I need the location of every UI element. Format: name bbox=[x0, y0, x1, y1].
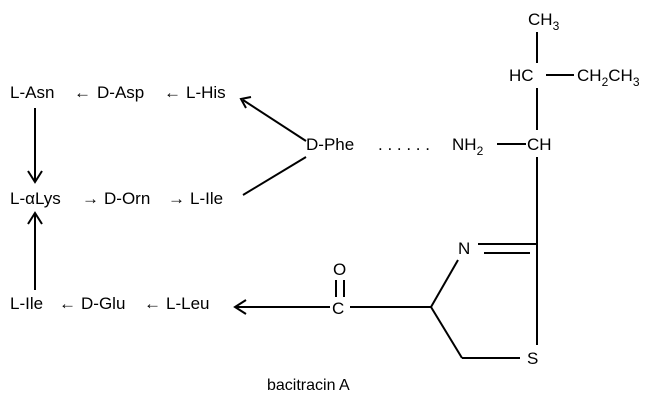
label-carbonyl-o: O bbox=[333, 260, 346, 279]
ethyl-ch3-text: CH bbox=[608, 66, 633, 85]
label-ch3-top: CH3 bbox=[528, 10, 560, 33]
bond-c4-c5 bbox=[430, 306, 463, 359]
bond-n-c4 bbox=[430, 259, 459, 308]
ch3-text: CH bbox=[528, 10, 553, 29]
arrow-lys-to-orn: → bbox=[82, 189, 99, 208]
label-l-alpha-lys: L-αLys bbox=[10, 189, 61, 208]
label-l-ile-3: L-Ile bbox=[10, 294, 43, 313]
label-ring-s: S bbox=[527, 349, 538, 368]
label-d-glu: D-Glu bbox=[81, 294, 125, 313]
label-ring-n: N bbox=[458, 239, 470, 258]
arrow-orn-to-ile: → bbox=[168, 189, 185, 208]
label-d-asp: D-Asp bbox=[97, 83, 144, 102]
label-carbonyl-c: C bbox=[332, 299, 344, 318]
nh-text: NH bbox=[452, 135, 477, 154]
nh-subscript: 2 bbox=[477, 144, 484, 158]
arrow-leu-to-glu: ← bbox=[144, 294, 161, 313]
double-bond-n-c bbox=[478, 243, 537, 254]
label-nh2: NH2 bbox=[452, 135, 484, 158]
arrow-asp-to-asn: ← bbox=[74, 83, 91, 102]
label-l-asn: L-Asn bbox=[10, 83, 54, 102]
caption: bacitracin A bbox=[267, 377, 350, 394]
label-hc: HC bbox=[509, 66, 534, 85]
label-ethyl: CH2CH3 bbox=[577, 66, 640, 89]
arrow-c-to-leu bbox=[233, 299, 330, 315]
arrow-ile-to-lys bbox=[27, 211, 43, 290]
label-d-phe: D-Phe bbox=[306, 135, 354, 154]
arrow-glu-to-ile: ← bbox=[59, 294, 76, 313]
label-ch: CH bbox=[527, 135, 552, 154]
label-l-his: L-His bbox=[186, 83, 226, 102]
lys-name: Lys bbox=[35, 189, 61, 208]
label-d-orn: D-Orn bbox=[104, 189, 150, 208]
ethyl-ch2-text: CH bbox=[577, 66, 602, 85]
ch3-subscript: 3 bbox=[553, 19, 560, 33]
label-l-leu: L-Leu bbox=[166, 294, 209, 313]
dotted-link: . . . . . . bbox=[378, 135, 430, 154]
ethyl-ch2-subscript: 2 bbox=[602, 75, 609, 89]
double-bond-c-o bbox=[335, 280, 345, 297]
ethyl-ch3-subscript: 3 bbox=[633, 75, 640, 89]
arrow-his-to-asp: ← bbox=[164, 83, 181, 102]
lys-alpha: α bbox=[25, 189, 35, 208]
lys-prefix: L- bbox=[10, 189, 25, 208]
label-l-ile-2: L-Ile bbox=[190, 189, 223, 208]
arrow-asn-to-lys bbox=[27, 108, 43, 184]
arrow-phe-to-his bbox=[239, 96, 307, 142]
bond-phe-to-ile bbox=[242, 156, 307, 196]
